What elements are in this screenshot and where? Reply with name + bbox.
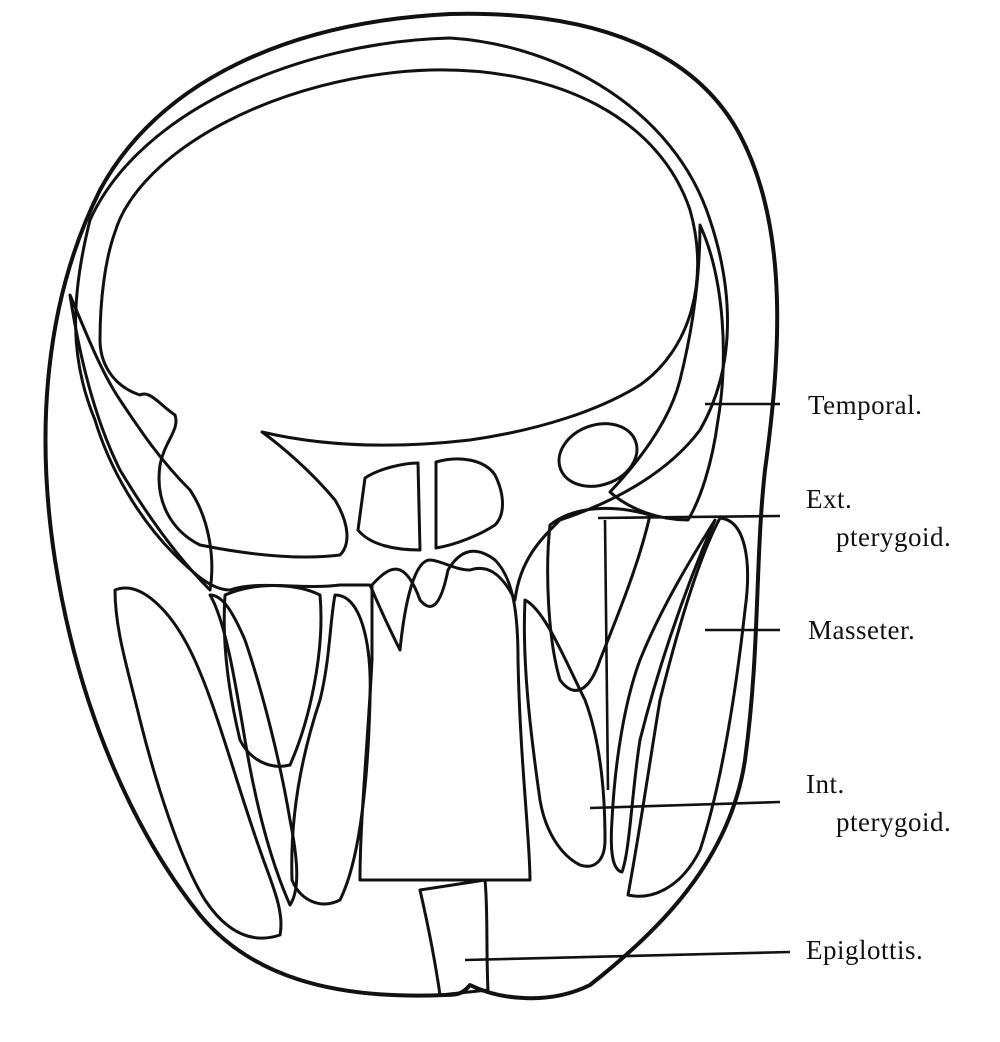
label-int-pterygoid-line2: pterygoid. (836, 807, 952, 837)
orbit-oval (557, 422, 639, 488)
epiglottis-shape (418, 878, 490, 997)
mandible-ramus-right (609, 518, 717, 874)
label-int-pterygoid-line1: Int. (806, 769, 845, 799)
ext-pterygoid-right (546, 507, 652, 692)
label-ext-pterygoid-line2: pterygoid. (836, 522, 952, 552)
pharyngeal-cavity (358, 549, 532, 882)
cranial-cavity (98, 68, 700, 559)
ext-pterygoid-left (222, 584, 323, 768)
leader-epiglottis (464, 950, 791, 962)
label-ext-pterygoid-line1: Ext. (806, 484, 853, 514)
label-epiglottis: Epiglottis. (806, 935, 924, 965)
label-temporal: Temporal. (808, 390, 923, 420)
masseter-right (626, 516, 750, 898)
masseter-left (113, 586, 283, 940)
skull-bone (74, 36, 729, 652)
nasal-cavity-left (356, 461, 422, 552)
int-pterygoid-right (522, 598, 607, 868)
head-outline (43, 11, 780, 1001)
leader-int-pterygoid (589, 800, 781, 810)
int-pterygoid-left (290, 593, 372, 906)
leader-ext-pterygoid (597, 514, 781, 520)
leader-ext-pterygoid-vertical (603, 519, 610, 791)
label-masseter: Masseter. (808, 615, 916, 645)
nasal-cavity-right (434, 457, 504, 550)
temporal-muscle-left (68, 293, 214, 592)
mandible-ramus-left (208, 593, 299, 907)
temporal-muscle-right (608, 223, 725, 522)
